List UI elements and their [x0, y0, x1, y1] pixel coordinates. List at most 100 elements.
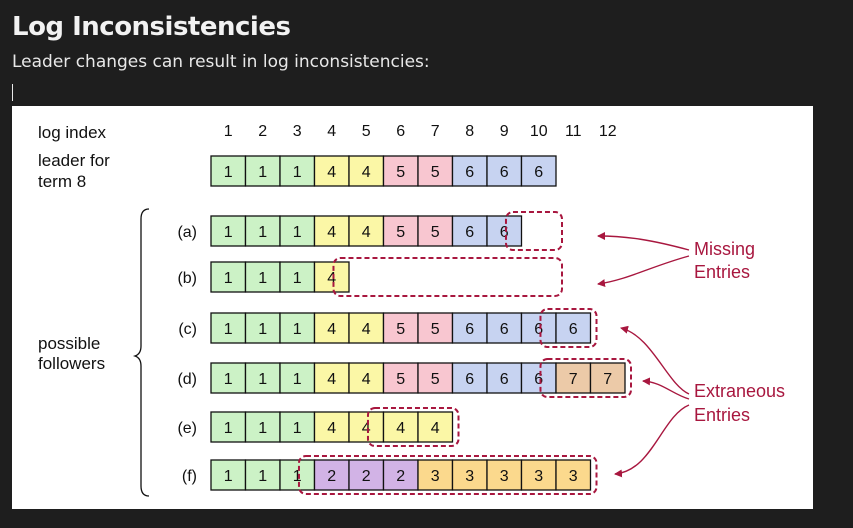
follower-f-label: (f) — [182, 468, 197, 485]
follower-b-entry-3-term: 1 — [293, 270, 302, 287]
follower-b-label: (b) — [177, 270, 197, 287]
follower-c-entry-5-cell — [348, 312, 385, 344]
follower-a-entry-4-cell — [313, 215, 350, 247]
leader-entry-2-term: 1 — [258, 164, 267, 181]
follower-d-entry-5-term: 4 — [362, 371, 371, 388]
follower-f-entry-4-cell — [313, 459, 350, 491]
missing-entries-label-line2: Entries — [694, 262, 750, 282]
follower-d-entry-2-term: 1 — [258, 371, 267, 388]
leader-label-line1: leader for — [38, 151, 110, 170]
follower-f-entry-8-term: 3 — [465, 468, 474, 485]
follower-e-entry-3-term: 1 — [293, 420, 302, 437]
follower-e-entry-2-cell — [244, 411, 281, 443]
leader-entry-4-term: 4 — [327, 164, 336, 181]
follower-d-entry-7-cell — [417, 362, 454, 394]
follower-b-entry-4-term: 4 — [327, 270, 336, 287]
followers-bracket — [132, 208, 150, 497]
follower-f-entry-4-term: 2 — [327, 468, 336, 485]
follower-f-entry-9-cell — [486, 459, 523, 491]
follower-e-entry-6-term: 4 — [396, 420, 405, 437]
leader-entry-10-cell — [520, 155, 557, 187]
follower-d-entry-3-cell — [279, 362, 316, 394]
follower-d-entry-6-term: 5 — [396, 371, 405, 388]
follower-a-label: (a) — [177, 224, 197, 241]
followers-label-line2: followers — [38, 354, 105, 373]
follower-d-entry-10-term: 6 — [534, 371, 543, 388]
leader-entry-7-term: 5 — [431, 164, 440, 181]
follower-d-entry-9-cell — [486, 362, 523, 394]
log-inconsistencies-diagram: log index leader for term 8 possible fol… — [12, 106, 813, 509]
page-subtitle: Leader changes can result in log inconsi… — [12, 52, 430, 72]
follower-f-entry-2-cell — [244, 459, 281, 491]
follower-f-entry-8-cell — [451, 459, 488, 491]
follower-a-entry-5-cell — [348, 215, 385, 247]
follower-a-entry-7-term: 5 — [431, 224, 440, 241]
follower-c-entry-5-term: 4 — [362, 321, 371, 338]
follower-d-entry-9-term: 6 — [500, 371, 509, 388]
follower-f-entry-11-term: 3 — [569, 468, 578, 485]
follower-f-entry-1-cell — [210, 459, 247, 491]
follower-f-entry-10-term: 3 — [534, 468, 543, 485]
extraneous-box-c — [539, 308, 598, 348]
missing-arrow-a — [597, 232, 690, 251]
diagram-canvas: log index leader for term 8 possible fol… — [38, 123, 785, 497]
log-index-3: 3 — [293, 123, 302, 140]
follower-a-entry-3-cell — [279, 215, 316, 247]
follower-a-entry-5-term: 4 — [362, 224, 371, 241]
follower-d-label: (d) — [177, 371, 197, 388]
follower-c-entry-9-cell — [486, 312, 523, 344]
follower-e-entry-4-term: 4 — [327, 420, 336, 437]
leader-label-line2: term 8 — [38, 172, 86, 191]
leader-entry-8-cell — [451, 155, 488, 187]
page-title: Log Inconsistencies — [12, 12, 291, 42]
log-index-7: 7 — [431, 123, 440, 140]
log-index-9: 9 — [500, 123, 509, 140]
follower-d-entry-12-cell — [589, 362, 626, 394]
follower-e-entry-1-term: 1 — [224, 420, 233, 437]
extraneous-box-e — [366, 407, 460, 447]
leader-entry-3-cell — [279, 155, 316, 187]
follower-b-entry-3-cell — [279, 261, 316, 293]
missing-box-b — [332, 257, 563, 297]
follower-a-entry-6-cell — [382, 215, 419, 247]
follower-c-entry-4-cell — [313, 312, 350, 344]
follower-c-entry-8-term: 6 — [465, 321, 474, 338]
follower-e-entry-5-term: 4 — [362, 420, 371, 437]
leader-entry-6-cell — [382, 155, 419, 187]
follower-c-entry-10-term: 6 — [534, 321, 543, 338]
missing-entries-label-line1: Missing — [694, 239, 755, 259]
follower-e-entry-2-term: 1 — [258, 420, 267, 437]
follower-f-entry-1-term: 1 — [224, 468, 233, 485]
follower-e-entry-6-cell — [382, 411, 419, 443]
follower-f-entry-6-term: 2 — [396, 468, 405, 485]
leader-entry-1-cell — [210, 155, 247, 187]
extraneous-box-f — [297, 455, 598, 495]
follower-f-entry-2-term: 1 — [258, 468, 267, 485]
missing-arrow-b — [597, 255, 690, 288]
followers-label-line1: possible — [38, 334, 100, 353]
follower-f-entry-11-cell — [555, 459, 592, 491]
follower-e-entry-7-term: 4 — [431, 420, 440, 437]
follower-e-entry-4-cell — [313, 411, 350, 443]
follower-f-entry-5-term: 2 — [362, 468, 371, 485]
follower-d-entry-11-term: 7 — [569, 371, 578, 388]
follower-f-entry-7-term: 3 — [431, 468, 440, 485]
log-index-1: 1 — [224, 123, 233, 140]
follower-d-entry-3-term: 1 — [293, 371, 302, 388]
follower-a-entry-7-cell — [417, 215, 454, 247]
follower-c-entry-7-term: 5 — [431, 321, 440, 338]
follower-a-entry-8-cell — [451, 215, 488, 247]
log-index-6: 6 — [396, 123, 405, 140]
follower-d-entry-8-cell — [451, 362, 488, 394]
follower-a-entry-9-cell — [486, 215, 523, 247]
follower-d-entry-6-cell — [382, 362, 419, 394]
follower-d-entry-2-cell — [244, 362, 281, 394]
follower-b-entry-1-cell — [210, 261, 247, 293]
follower-c-entry-1-term: 1 — [224, 321, 233, 338]
log-index-8: 8 — [465, 123, 474, 140]
follower-a-entry-9-term: 6 — [500, 224, 509, 241]
follower-a-entry-3-term: 1 — [293, 224, 302, 241]
extraneous-arrow-f — [614, 404, 690, 478]
follower-f-entry-5-cell — [348, 459, 385, 491]
